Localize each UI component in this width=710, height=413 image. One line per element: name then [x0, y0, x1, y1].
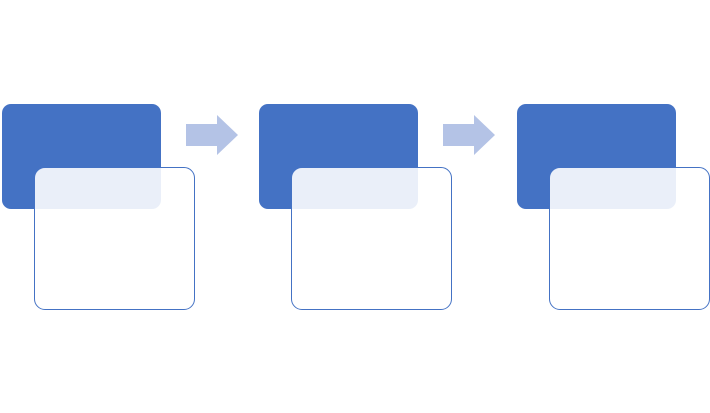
process-step-3: [517, 0, 710, 413]
process-step-1: [2, 0, 202, 413]
step-3-body-card: [549, 167, 710, 310]
process-step-2: [259, 0, 459, 413]
arrow-right-icon: [186, 115, 238, 155]
step-2-body-card: [291, 167, 452, 310]
step-1-body-card: [34, 167, 195, 310]
arrow-right-icon: [443, 115, 495, 155]
